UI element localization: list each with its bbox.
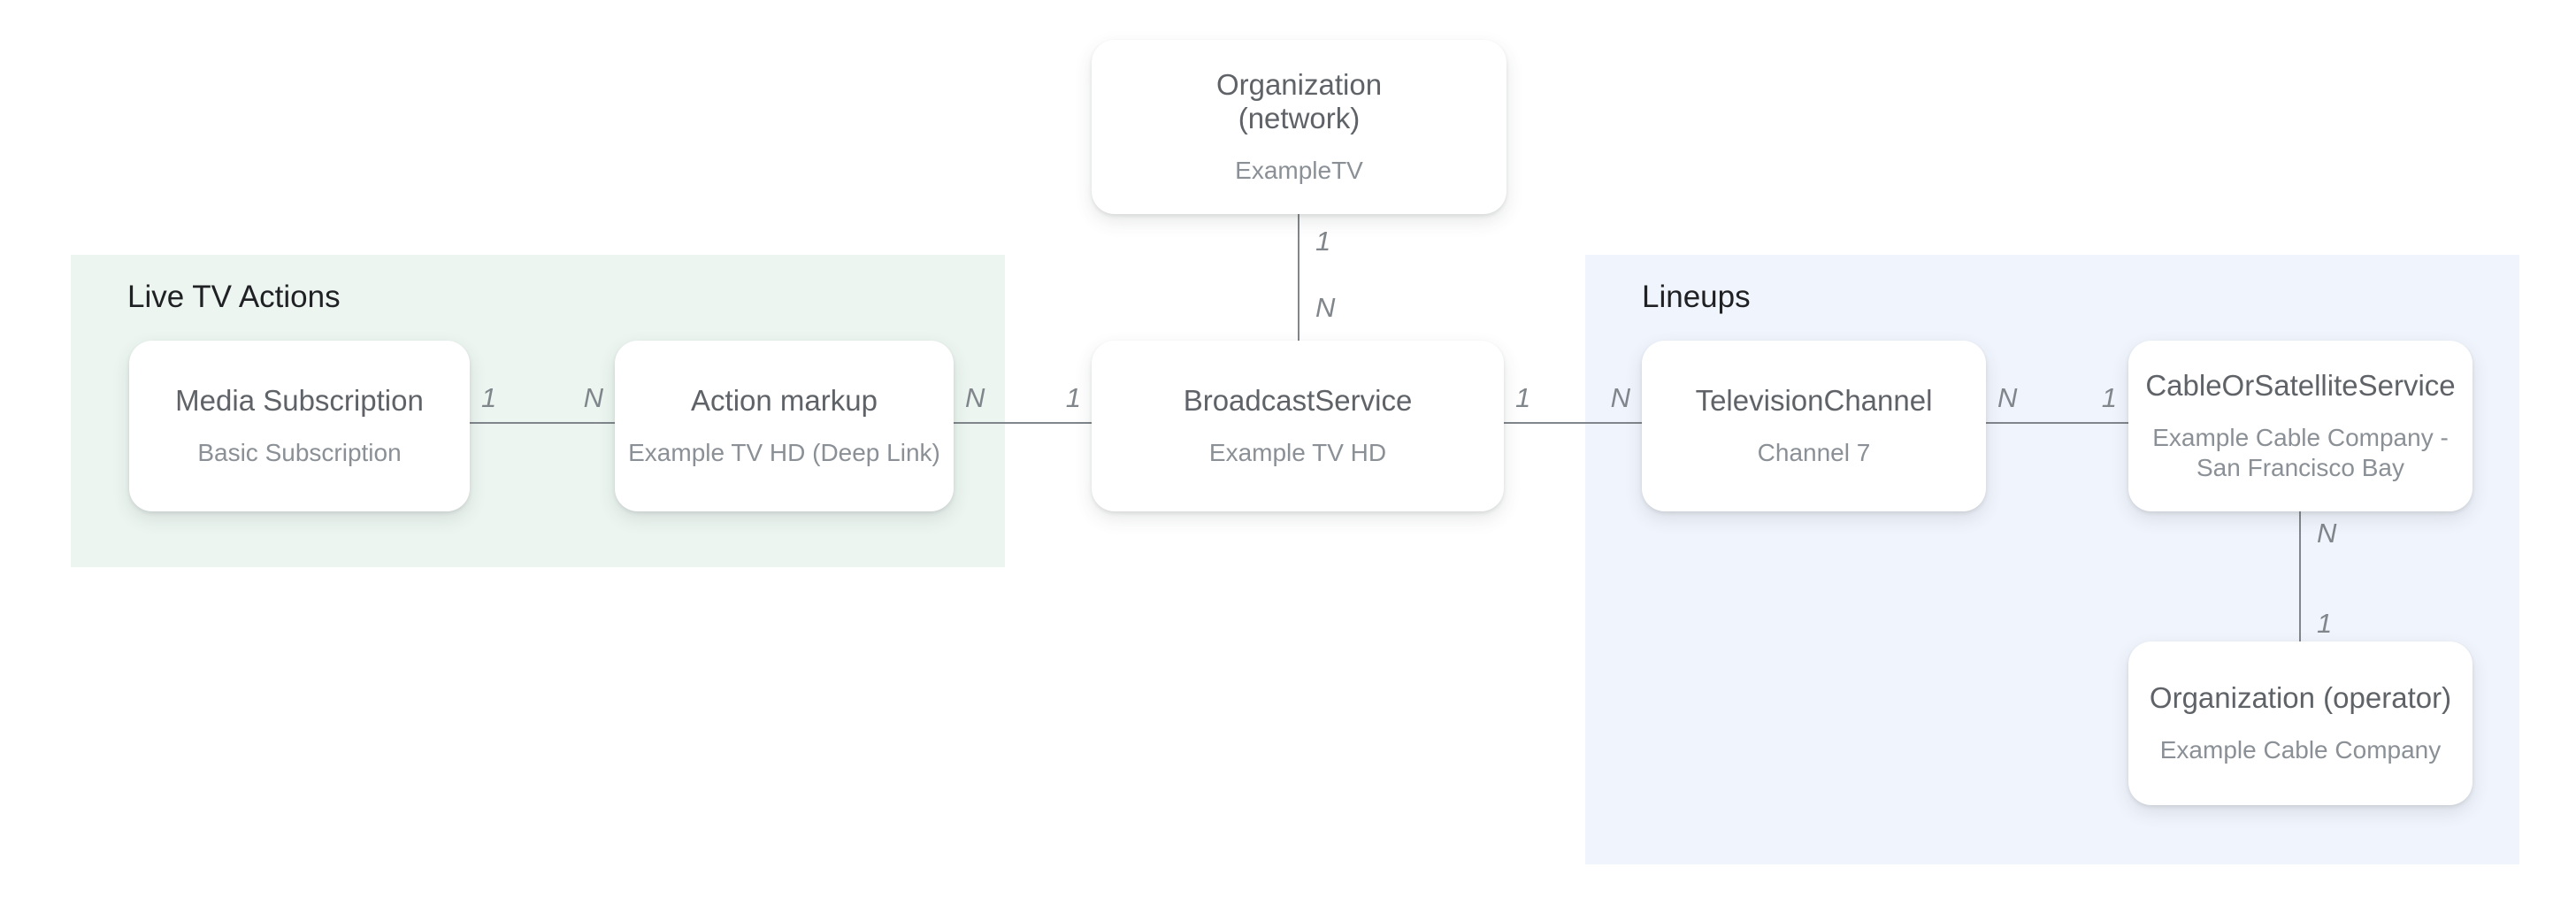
node-title: CableOrSatelliteService [2145, 369, 2456, 402]
cardinality-label: N [1610, 382, 1630, 413]
node-broadcast-service: BroadcastService Example TV HD [1092, 341, 1504, 511]
node-television-channel: TelevisionChannel Channel 7 [1642, 341, 1986, 511]
cardinality-action-to-broadcast: N 1 [954, 380, 1092, 417]
node-organization-operator: Organization (operator) Example Cable Co… [2128, 641, 2472, 805]
node-media-subscription: Media Subscription Basic Subscription [129, 341, 470, 511]
region-title-live-tv-actions: Live TV Actions [127, 280, 341, 314]
connector-media-subscription-to-action-markup [470, 422, 615, 424]
node-subtitle: Channel 7 [1757, 439, 1871, 466]
node-organization-network: Organization (network) ExampleTV [1092, 40, 1506, 214]
cardinality-label: 1 [1065, 382, 1081, 413]
node-title: TelevisionChannel [1695, 384, 1933, 417]
node-action-markup: Action markup Example TV HD (Deep Link) [615, 341, 954, 511]
cardinality-channel-to-cable: N 1 [1986, 380, 2128, 417]
node-subtitle: ExampleTV [1235, 157, 1363, 184]
node-subtitle: Example Cable Company - San Francisco Ba… [2152, 424, 2449, 481]
region-title-lineups: Lineups [1642, 280, 1751, 314]
node-subtitle: Basic Subscription [197, 439, 402, 466]
cardinality-label: N [1997, 382, 2018, 413]
cardinality-label: 1 [2317, 608, 2333, 639]
node-title-line: Organization [1215, 68, 1383, 101]
cardinality-label: 1 [481, 382, 497, 413]
connector-television-channel-to-cable-or-satellite-service [1986, 422, 2128, 424]
cardinality-label: N [583, 382, 603, 413]
cardinality-media-to-action: 1 N [470, 380, 615, 417]
node-title: Media Subscription [175, 384, 424, 417]
cardinality-broadcast-to-channel: 1 N [1504, 380, 1642, 417]
cardinality-label: 1 [1315, 226, 1331, 257]
cardinality-cable-to-operator: N 1 [2317, 515, 2336, 642]
cardinality-label: N [965, 382, 985, 413]
cardinality-label: 1 [2101, 382, 2117, 413]
cardinality-label: 1 [1515, 382, 1531, 413]
node-title-line: (network) [1238, 102, 1361, 134]
node-title: Organization (operator) [2149, 681, 2452, 714]
node-subtitle: Example TV HD (Deep Link) [628, 439, 940, 466]
node-title: Action markup [691, 384, 878, 417]
cardinality-label: N [1315, 292, 1336, 323]
connector-organization-network-to-broadcast-service [1298, 214, 1300, 345]
node-title: Organization (network) [1204, 68, 1394, 135]
cardinality-label: N [2317, 518, 2337, 549]
node-title: BroadcastService [1183, 384, 1413, 417]
node-cable-or-satellite-service: CableOrSatelliteService Example Cable Co… [2128, 341, 2472, 511]
cardinality-network-to-broadcast: 1 N [1315, 223, 1335, 326]
node-subtitle: Example Cable Company [2159, 736, 2442, 764]
connector-cable-or-satellite-service-to-organization-operator [2299, 511, 2301, 641]
node-subtitle: Example TV HD [1208, 439, 1387, 466]
connector-broadcast-service-to-television-channel [1504, 422, 1642, 424]
connector-action-markup-to-broadcast-service [954, 422, 1092, 424]
